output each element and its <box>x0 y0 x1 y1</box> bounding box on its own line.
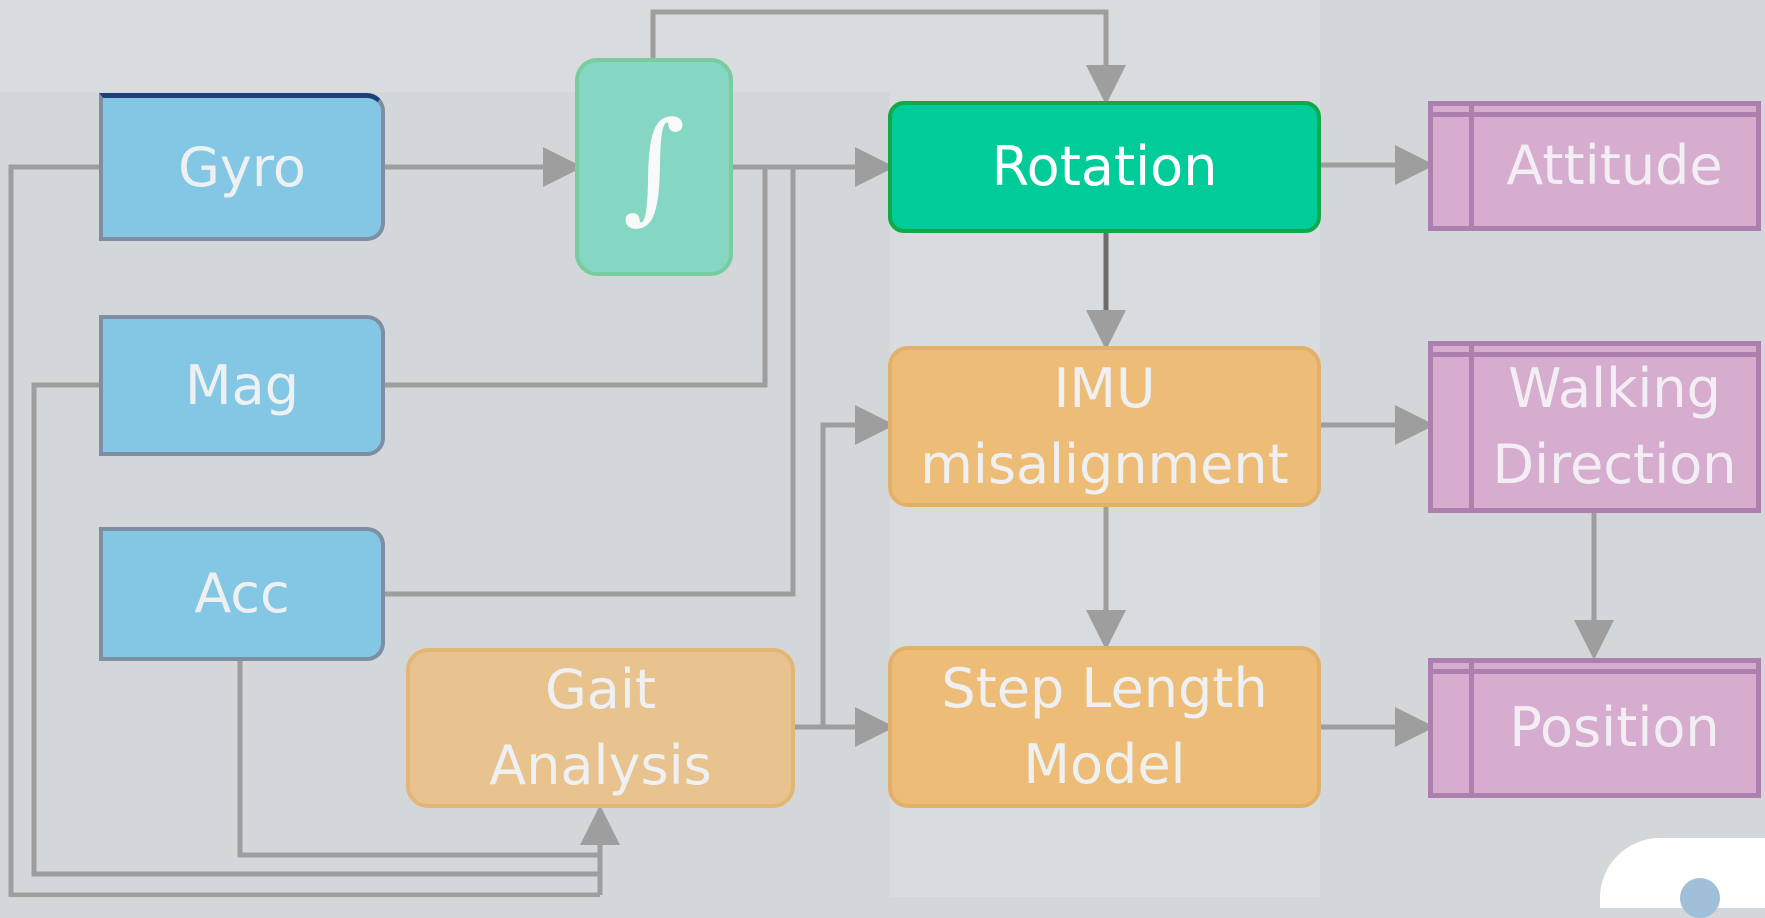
logo-mark <box>1680 878 1720 918</box>
output-header-stripe <box>1433 669 1756 674</box>
mag-to-gait-line <box>31 382 600 877</box>
connector-lines <box>8 9 1614 897</box>
rotation-box: Rotation <box>888 101 1321 233</box>
acc-to-rotation-line <box>384 167 796 597</box>
rotation-label: Rotation <box>991 135 1218 198</box>
imu-misalignment-box: IMU misalignment <box>888 346 1321 507</box>
output-side-stripe <box>1469 663 1474 793</box>
gait-to-imu-arrow <box>820 405 895 727</box>
acc-sensor-box: Acc <box>99 527 385 661</box>
gyro-label: Gyro <box>178 135 306 199</box>
output-side-stripe <box>1469 106 1474 226</box>
attitude-label: Attitude <box>1506 134 1723 197</box>
position-label: Position <box>1509 696 1720 759</box>
walking-direction-output-box: Walking Direction <box>1428 341 1761 513</box>
integrator-box: ∫ <box>575 58 733 276</box>
acc-to-gait-line <box>237 660 600 858</box>
imu-misalignment-label: IMU misalignment <box>920 356 1289 496</box>
acc-label: Acc <box>194 562 290 625</box>
integrator-feedback-arrow <box>650 9 1126 105</box>
gyro-to-gait-line <box>8 164 600 897</box>
step-length-model-box: Step Length Model <box>888 646 1321 808</box>
output-header-stripe <box>1433 352 1756 357</box>
integral-symbol: ∫ <box>622 97 686 236</box>
pdr-block-diagram: Gyro Mag Acc ∫ Rotation IMU misalignment… <box>8 9 1765 918</box>
mag-sensor-box: Mag <box>99 315 385 456</box>
output-side-stripe <box>1469 346 1474 508</box>
mag-label: Mag <box>185 353 299 417</box>
walking-direction-label: Walking Direction <box>1492 357 1737 496</box>
attitude-output-box: Attitude <box>1428 101 1761 231</box>
step-length-model-label: Step Length Model <box>941 657 1268 796</box>
gait-analysis-label: Gait Analysis <box>489 658 712 797</box>
gait-analysis-box: Gait Analysis <box>406 648 795 808</box>
position-output-box: Position <box>1428 658 1761 798</box>
corner-logo <box>1600 838 1765 918</box>
output-header-stripe <box>1433 112 1756 117</box>
mag-to-rotation-line <box>384 167 768 388</box>
gyro-sensor-box: Gyro <box>99 93 385 241</box>
